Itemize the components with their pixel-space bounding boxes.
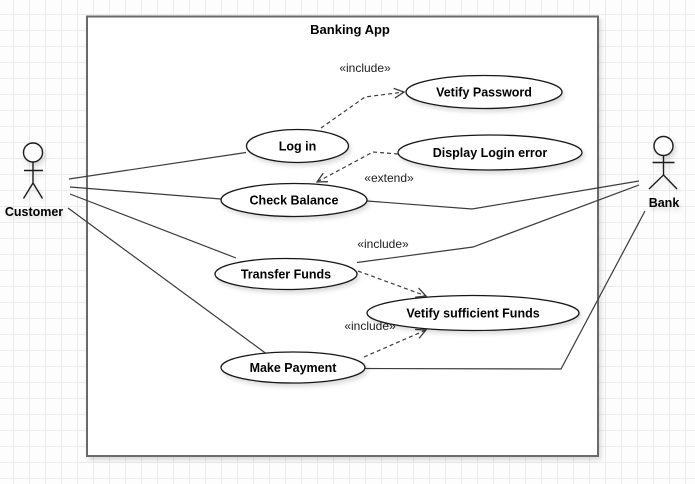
stereotype-include-middle: «include» bbox=[357, 237, 409, 251]
include-arrow-transferfunds-vetifysufficientfunds[interactable] bbox=[357, 270, 428, 298]
actor-bank-body-icon bbox=[648, 155, 678, 190]
assoc-transferfunds-bank[interactable] bbox=[356, 184, 640, 264]
use-case-label: Log in bbox=[279, 140, 317, 154]
stereotype-extend: «extend» bbox=[364, 171, 414, 185]
assoc-makepayment-bank[interactable] bbox=[364, 210, 646, 370]
use-case-make-payment[interactable]: Make Payment bbox=[220, 351, 366, 384]
use-case-label: Check Balance bbox=[250, 194, 339, 208]
association-edges bbox=[67, 151, 646, 370]
assoc-checkbalance-bank[interactable] bbox=[366, 180, 640, 210]
relationship-labels: «include» «extend» «include» «include» bbox=[339, 61, 414, 333]
use-case-label: Vetify Password bbox=[436, 86, 532, 100]
use-case-label: Display Login error bbox=[433, 146, 548, 160]
use-case-display-login-error[interactable]: Display Login error bbox=[397, 134, 583, 171]
use-case-transfer-funds[interactable]: Transfer Funds bbox=[214, 257, 358, 291]
use-case-label: Vetify sufficient Funds bbox=[406, 307, 539, 321]
include-arrow-makepayment-vetifysufficientfunds[interactable] bbox=[363, 328, 428, 358]
stereotype-include-bottom: «include» bbox=[344, 319, 396, 333]
assoc-customer-login[interactable] bbox=[68, 151, 247, 180]
use-case-label: Make Payment bbox=[250, 361, 338, 375]
assoc-customer-checkbalance[interactable] bbox=[69, 186, 222, 200]
system-boundary-title: Banking App bbox=[310, 22, 390, 37]
include-arrow-login-vetifypassword[interactable] bbox=[320, 87, 406, 129]
use-case-log-in[interactable]: Log in bbox=[245, 128, 350, 164]
use-case-vetify-sufficient-funds[interactable]: Vetify sufficient Funds bbox=[366, 294, 580, 332]
use-case-check-balance[interactable]: Check Balance bbox=[220, 182, 368, 218]
actor-customer-body-icon bbox=[22, 162, 44, 199]
extend-arrow-displayloginerror-checkbalance[interactable] bbox=[315, 151, 399, 183]
actor-bank-head-icon bbox=[653, 135, 674, 157]
stereotype-include-top: «include» bbox=[339, 61, 391, 75]
actor-bank-label: Bank bbox=[649, 196, 680, 210]
use-case-label: Transfer Funds bbox=[241, 268, 331, 282]
actor-customer-head-icon bbox=[22, 142, 44, 163]
assoc-customer-makepayment[interactable] bbox=[67, 207, 267, 354]
dependency-edges bbox=[315, 87, 428, 358]
actor-bank[interactable]: Bank bbox=[648, 135, 680, 211]
actor-customer[interactable]: Customer bbox=[5, 142, 63, 219]
actor-customer-label: Customer bbox=[5, 205, 63, 219]
use-case-vetify-password[interactable]: Vetify Password bbox=[405, 74, 563, 110]
use-cases: Log in Vetify Password Display Login err… bbox=[214, 74, 583, 384]
assoc-customer-transferfunds[interactable] bbox=[69, 193, 237, 259]
